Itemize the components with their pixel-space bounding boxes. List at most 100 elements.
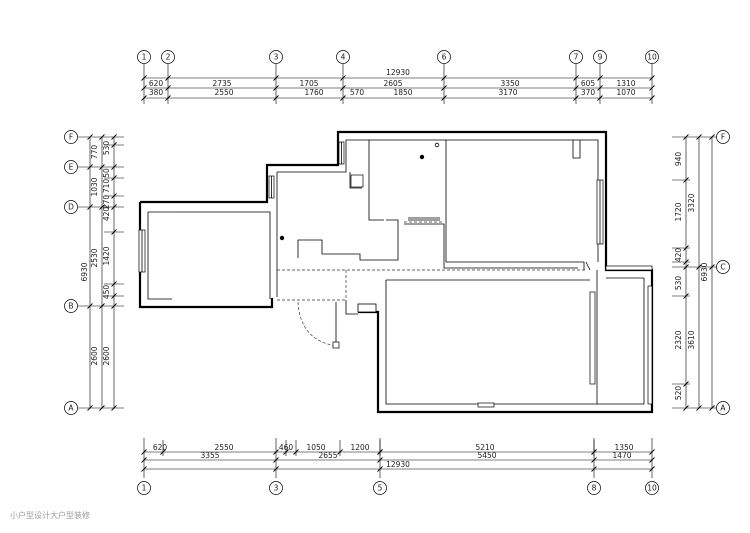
right-axis-bubble-label: C	[720, 263, 725, 272]
top-dim-row2: 1070	[616, 88, 635, 97]
top-axis-bubble-label: 2	[166, 53, 171, 62]
bottom-dim-row1: 1200	[350, 443, 369, 452]
left-dim: 6930	[80, 262, 89, 281]
bottom-dim-row2: 5450	[477, 451, 496, 460]
balcony-rail	[605, 265, 653, 271]
left-axis-bubble-label: D	[68, 203, 74, 212]
left-dim: 710	[102, 179, 111, 194]
left-dim: 2530	[90, 248, 99, 267]
top-axis-bubble: 4	[336, 50, 350, 64]
left-axis-bubble: E	[64, 160, 78, 174]
left-axis-bubble-label: E	[69, 163, 74, 172]
top-axis-bubble-label: 4	[341, 53, 346, 62]
left-dim: 50	[102, 168, 111, 178]
top-axis-bubble-label: 3	[274, 53, 279, 62]
left-axis-bubble-label: A	[68, 404, 74, 413]
left-dim: 1420	[102, 246, 111, 265]
bottom-axis-bubble-label: 5	[378, 484, 383, 493]
bottom-axis-bubble: 5	[373, 481, 387, 495]
right-axis-bubble-label: F	[721, 133, 725, 142]
bottom-axis-bubble: 3	[269, 481, 283, 495]
right-dim: 2320	[674, 330, 683, 349]
left-dim: 530	[102, 141, 111, 156]
right-axis-bubble-label: A	[720, 404, 726, 413]
pipe-marker	[434, 142, 440, 148]
window-bottom	[477, 402, 495, 408]
left-dim: 270	[102, 195, 111, 210]
top-axis-bubble: 9	[593, 50, 607, 64]
left-axis-bubble-label: F	[69, 133, 73, 142]
top-axis-bubble-label: 7	[574, 53, 579, 62]
top-dim-row1: 1705	[299, 79, 318, 88]
left-dim: 450	[102, 285, 111, 300]
right-axis-bubble: A	[716, 401, 730, 415]
top-axis-bubble: 3	[269, 50, 283, 64]
top-dim-row1: 605	[581, 79, 596, 88]
bottom-axis-bubble: 8	[587, 481, 601, 495]
right-dim: 6930	[700, 262, 709, 281]
bottom-axis-bubble-label: 10	[647, 484, 657, 493]
top-axis-bubble: 2	[161, 50, 175, 64]
top-dim-row2: 380	[149, 88, 164, 97]
bottom-axis-bubble-label: 1	[142, 484, 147, 493]
top-axis-bubble-label: 1	[142, 53, 147, 62]
right-dim: 3320	[687, 193, 696, 212]
left-dim: 2600	[102, 346, 111, 365]
left-axis-bubble-label: B	[68, 302, 73, 311]
pipe-marker	[419, 154, 425, 160]
left-axis-bubble: D	[64, 200, 78, 214]
bottom-dim-row1: 460	[279, 443, 294, 452]
right-axis-bubble: F	[716, 130, 730, 144]
top-dim-row2: 370	[581, 88, 596, 97]
right-dim: 940	[674, 152, 683, 167]
top-dim-row1: 2605	[383, 79, 402, 88]
top-axis-bubble-label: 6	[442, 53, 447, 62]
top-dim-row2: 570	[350, 88, 365, 97]
left-axis-bubble: A	[64, 401, 78, 415]
entry-door	[297, 301, 377, 349]
left-axis-bubble: F	[64, 130, 78, 144]
top-dim-row1: 1310	[616, 79, 635, 88]
top-axis-bubble: 10	[645, 50, 659, 64]
top-axis-bubble-label: 9	[598, 53, 603, 62]
right-axis-bubble: C	[716, 260, 730, 274]
door-swing-arc	[297, 301, 337, 347]
top-axis-bubble: 7	[569, 50, 583, 64]
windows	[138, 141, 653, 408]
top-dim-row2: 2550	[214, 88, 233, 97]
top-axis-bubble: 6	[437, 50, 451, 64]
building-walls	[138, 130, 654, 414]
dashed-openings	[269, 214, 586, 301]
right-dim: 3610	[687, 330, 696, 349]
bottom-axis-bubble-label: 3	[274, 484, 279, 493]
bottom-dim-row1: 1350	[614, 443, 633, 452]
bottom-axis-bubble: 10	[645, 481, 659, 495]
shaft	[350, 174, 364, 188]
top-dim-row1: 3350	[500, 79, 519, 88]
bottom-dim-row1: 5210	[475, 443, 494, 452]
left-dim: 770	[90, 145, 99, 160]
bottom-dim-row2: 1470	[612, 451, 631, 460]
pipe-marker	[279, 235, 285, 241]
top-dim-row1: 2735	[212, 79, 231, 88]
right-dim: 420	[674, 248, 683, 263]
bottom-axis-bubble-label: 8	[592, 484, 597, 493]
top-dim-row1: 620	[149, 79, 164, 88]
bottom-dim-row1: 620	[153, 443, 168, 452]
window-balcony-edge	[647, 285, 653, 405]
top-axis-bubble: 1	[137, 50, 151, 64]
left-axis-bubble: B	[64, 299, 78, 313]
bottom-dim-row2: 3355	[200, 451, 219, 460]
right-dim: 520	[674, 386, 683, 401]
top-axis-bubble-label: 10	[647, 53, 657, 62]
left-dim: 420	[102, 207, 111, 222]
watermark-text: 小户型设计大户型装修	[10, 511, 90, 520]
right-dim: 1720	[674, 202, 683, 221]
top-dim-row2: 1850	[393, 88, 412, 97]
bottom-dim-row1: 2550	[214, 443, 233, 452]
bottom-dim-row2: 2655	[318, 451, 337, 460]
